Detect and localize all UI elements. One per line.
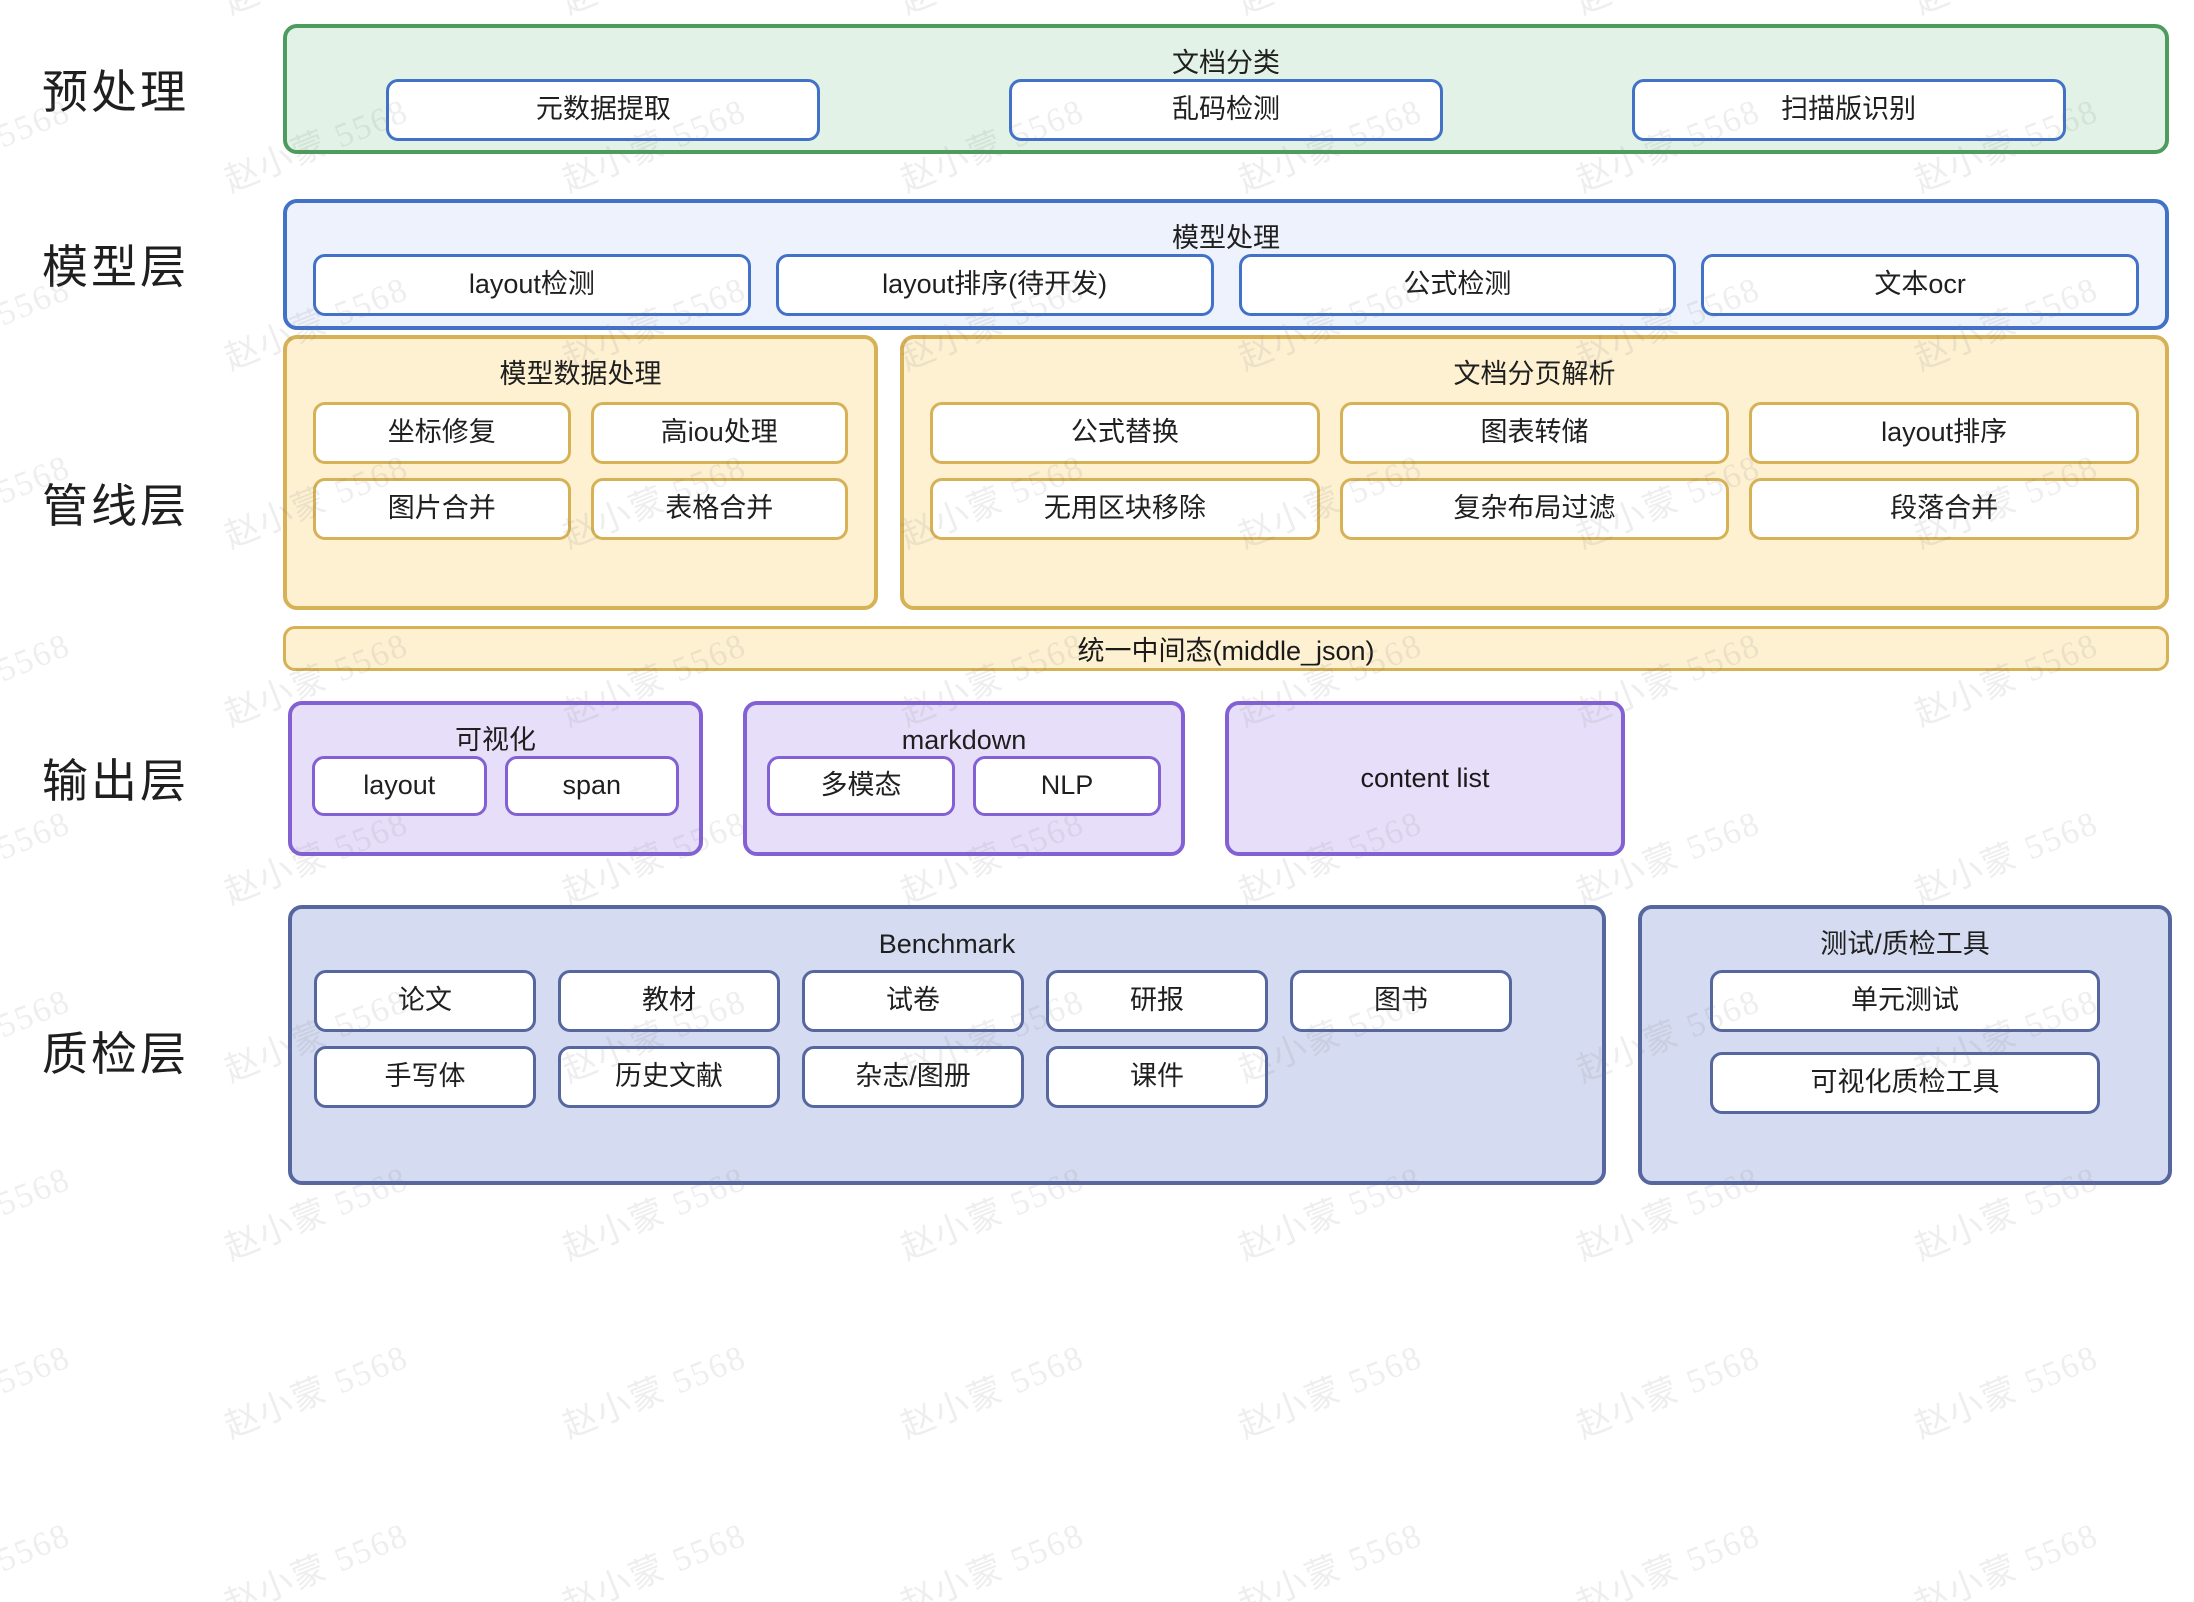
node-layout-output[interactable]: layout [312, 755, 487, 816]
node-formula-detection[interactable]: 公式检测 [1238, 253, 1677, 316]
layer-body-preprocess: 文档分类 元数据提取 乱码检测 扫描版识别 [282, 0, 2194, 178]
group-model-data-processing: 模型数据处理 坐标修复 高iou处理 图片合并 表格合并 [283, 334, 878, 610]
node-coordinate-repair[interactable]: 坐标修复 [313, 401, 571, 464]
group-document-page-parsing: 文档分页解析 公式替换 图表转储 layout排序 无用区块移除 复杂布局过滤 … [900, 334, 2169, 610]
layer-body-model: 模型处理 layout检测 layout排序(待开发) 公式检测 文本ocr [282, 178, 2194, 350]
watermark-text: 赵小蒙 5568 [1233, 1516, 1428, 1602]
group-title-document-classification: 文档分类 [1172, 48, 1280, 78]
node-formula-replacement[interactable]: 公式替换 [930, 401, 1320, 464]
group-title-visualization: 可视化 [455, 724, 536, 755]
node-multimodal[interactable]: 多模态 [767, 755, 955, 816]
watermark-text: 赵小蒙 5568 [0, 1516, 76, 1602]
benchmark-row-1: 论文 教材 试卷 研报 图书 [314, 970, 1580, 1032]
node-layout-ordering[interactable]: layout排序 [1749, 401, 2139, 464]
group-content-list[interactable]: content list [1225, 700, 1625, 856]
group-title-markdown: markdown [901, 724, 1027, 755]
pipeline-groups-row: 模型数据处理 坐标修复 高iou处理 图片合并 表格合并 文档分页解析 公式替换… [283, 334, 2169, 610]
node-textbook[interactable]: 教材 [558, 970, 780, 1032]
node-exam-paper[interactable]: 试卷 [802, 970, 1024, 1032]
node-span-output[interactable]: span [504, 755, 679, 816]
qc-groups-row: Benchmark 论文 教材 试卷 研报 图书 手写体 历史文献 杂志/图 [288, 905, 2172, 1185]
group-title-benchmark: Benchmark [878, 929, 1016, 959]
node-text-ocr[interactable]: 文本ocr [1701, 253, 2139, 316]
node-nlp[interactable]: NLP [973, 755, 1161, 816]
group-model-processing: 模型处理 layout检测 layout排序(待开发) 公式检测 文本ocr [283, 198, 2169, 330]
leaf-column-qc-tools: 单元测试 可视化质检工具 [1642, 962, 2168, 1114]
node-paper[interactable]: 论文 [314, 970, 536, 1032]
watermark-text: 赵小蒙 5568 [1571, 1338, 1766, 1446]
layer-label-model: 模型层 [42, 241, 189, 293]
group-title-document-page-parsing: 文档分页解析 [1453, 358, 1616, 389]
output-groups-row: 可视化 layout span markdown 多模态 NLP content… [288, 700, 1625, 856]
node-chart-storage[interactable]: 图表转储 [1339, 401, 1730, 464]
group-test-qc-tools: 测试/质检工具 单元测试 可视化质检工具 [1638, 905, 2172, 1185]
leaf-row-visualization: layout span [292, 755, 699, 816]
watermark-text: 赵小蒙 5568 [1571, 1516, 1766, 1602]
benchmark-row-2: 手写体 历史文献 杂志/图册 课件 [314, 1046, 1580, 1108]
node-visual-qc-tool[interactable]: 可视化质检工具 [1710, 1052, 2100, 1114]
group-markdown: markdown 多模态 NLP [743, 700, 1185, 856]
layer-label-preprocess: 预处理 [42, 66, 189, 118]
watermark-text: 赵小蒙 5568 [1909, 1516, 2104, 1602]
node-unified-middle-json[interactable]: 统一中间态(middle_json) [283, 625, 2169, 671]
watermark-text: 赵小蒙 5568 [219, 1516, 414, 1602]
node-research-report[interactable]: 研报 [1046, 970, 1268, 1032]
node-book[interactable]: 图书 [1290, 970, 1512, 1032]
node-metadata-extraction[interactable]: 元数据提取 [386, 79, 821, 141]
layer-body-qc: Benchmark 论文 教材 试卷 研报 图书 手写体 历史文献 杂志/图 [282, 901, 2194, 1201]
layer-label-output: 输出层 [42, 755, 189, 807]
node-garbled-detection[interactable]: 乱码检测 [1008, 79, 1443, 141]
node-historical-document[interactable]: 历史文献 [558, 1046, 780, 1108]
node-image-merge[interactable]: 图片合并 [313, 477, 571, 540]
watermark-text: 赵小蒙 5568 [557, 1338, 752, 1446]
leaf-row-preprocess: 元数据提取 乱码检测 扫描版识别 [287, 79, 2165, 141]
leaf-row-model: layout检测 layout排序(待开发) 公式检测 文本ocr [287, 253, 2165, 316]
watermark-text: 赵小蒙 5568 [219, 1338, 414, 1446]
node-useless-block-removal[interactable]: 无用区块移除 [930, 477, 1320, 540]
node-layout-ordering-todo[interactable]: layout排序(待开发) [775, 253, 1214, 316]
watermark-text: 赵小蒙 5568 [1909, 1338, 2104, 1446]
node-table-merge[interactable]: 表格合并 [590, 477, 848, 540]
node-handwriting[interactable]: 手写体 [314, 1046, 536, 1108]
layer-label-pipeline: 管线层 [42, 479, 189, 532]
leaf-grid-doc-parse: 公式替换 图表转储 layout排序 无用区块移除 复杂布局过滤 段落合并 [904, 392, 2165, 540]
group-title-model-processing: 模型处理 [1172, 222, 1280, 253]
architecture-diagram: 预处理 文档分类 元数据提取 乱码检测 扫描版识别 模型层 模型处理 layou… [42, 0, 2194, 1201]
node-scanned-recognition[interactable]: 扫描版识别 [1631, 79, 2066, 141]
group-visualization: 可视化 layout span [288, 700, 703, 856]
leaf-row-markdown: 多模态 NLP [747, 755, 1181, 816]
layer-body-output: 可视化 layout span markdown 多模态 NLP content… [282, 655, 2194, 901]
watermark-text: 赵小蒙 5568 [0, 1338, 76, 1446]
group-benchmark: Benchmark 论文 教材 试卷 研报 图书 手写体 历史文献 杂志/图 [288, 905, 1606, 1185]
watermark-text: 赵小蒙 5568 [895, 1516, 1090, 1602]
group-title-test-qc-tools: 测试/质检工具 [1820, 929, 1990, 959]
watermark-text: 赵小蒙 5568 [557, 1516, 752, 1602]
node-paragraph-merge[interactable]: 段落合并 [1749, 477, 2139, 540]
node-magazine-album[interactable]: 杂志/图册 [802, 1046, 1024, 1108]
watermark-text: 赵小蒙 5568 [1233, 1338, 1428, 1446]
node-layout-detection[interactable]: layout检测 [313, 253, 751, 316]
node-high-iou-handling[interactable]: 高iou处理 [590, 401, 848, 464]
node-complex-layout-filter[interactable]: 复杂布局过滤 [1339, 477, 1730, 540]
node-unit-test[interactable]: 单元测试 [1710, 970, 2100, 1032]
layer-body-pipeline: 模型数据处理 坐标修复 高iou处理 图片合并 表格合并 文档分页解析 公式替换… [282, 334, 2194, 671]
leaf-grid-model-data: 坐标修复 高iou处理 图片合并 表格合并 [287, 392, 874, 540]
group-document-classification: 文档分类 元数据提取 乱码检测 扫描版识别 [283, 24, 2169, 154]
layer-label-qc: 质检层 [42, 1028, 189, 1080]
benchmark-leaf-rows: 论文 教材 试卷 研报 图书 手写体 历史文献 杂志/图册 课件 [292, 962, 1602, 1108]
group-title-model-data-processing: 模型数据处理 [499, 358, 662, 389]
watermark-text: 赵小蒙 5568 [895, 1338, 1090, 1446]
node-courseware[interactable]: 课件 [1046, 1046, 1268, 1108]
